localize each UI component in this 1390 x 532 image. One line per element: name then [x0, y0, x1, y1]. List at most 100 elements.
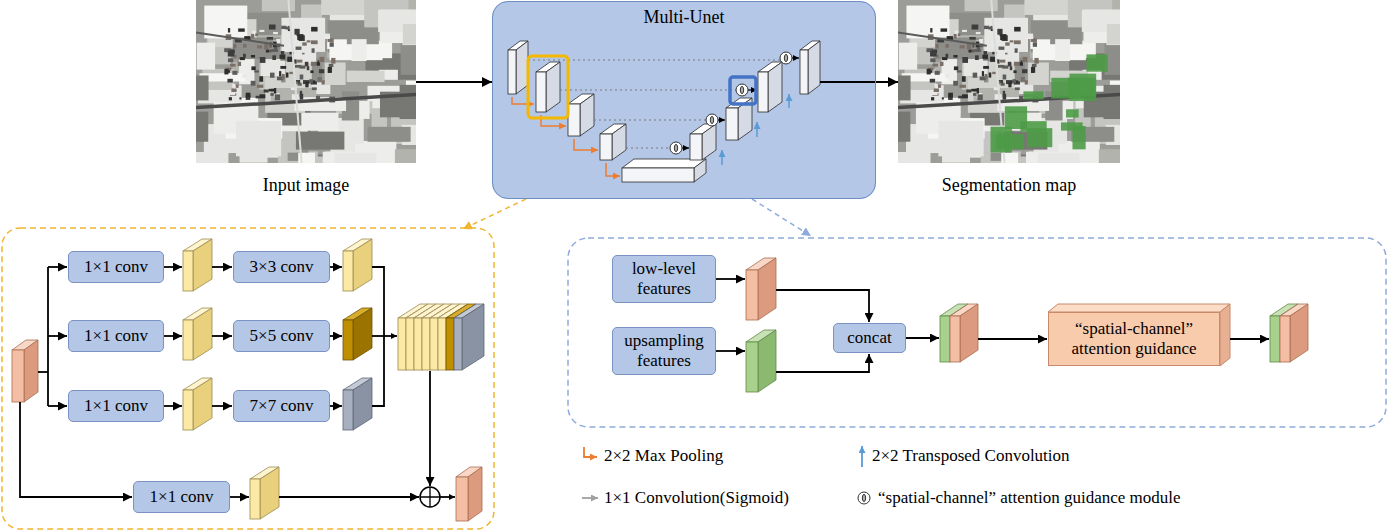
arrow — [776, 290, 869, 322]
block-side — [353, 239, 372, 291]
symbol-mark — [786, 54, 787, 61]
field-patch — [196, 152, 228, 163]
building — [1005, 47, 1008, 52]
symbol-ring — [736, 84, 748, 96]
building — [930, 58, 935, 62]
satellite-image — [898, 0, 1120, 163]
building — [264, 89, 269, 92]
block-front — [800, 50, 808, 94]
pooling-arrow — [606, 163, 620, 176]
building — [989, 72, 992, 77]
legend-text: 2×2 Transposed Convolution — [872, 446, 1070, 465]
building — [1000, 34, 1007, 40]
field-patch — [321, 0, 365, 15]
block-side — [1290, 304, 1308, 362]
box-label: 1×1 conv — [150, 487, 214, 507]
unet-block — [690, 124, 716, 160]
block-side — [546, 62, 560, 112]
building — [962, 30, 967, 32]
building — [977, 94, 982, 100]
building — [251, 81, 256, 86]
arrow — [164, 405, 182, 407]
satellite-image — [196, 0, 416, 163]
field-patch — [352, 39, 367, 61]
block-front — [12, 350, 24, 402]
building — [998, 47, 1004, 50]
building — [239, 97, 241, 99]
building — [1003, 94, 1007, 100]
arrow — [48, 266, 67, 268]
block-front — [536, 72, 546, 112]
process-box: 1×1 conv — [68, 390, 164, 422]
building — [1002, 66, 1008, 69]
block-front — [746, 270, 758, 320]
legend-text: “spatial-channel” attention guidance mod… — [878, 488, 1181, 507]
building — [1003, 91, 1005, 94]
block-side — [758, 330, 776, 392]
building — [276, 39, 280, 44]
block-front — [430, 318, 438, 370]
upsampling-arrow — [788, 94, 790, 108]
field-patch — [1024, 0, 1068, 15]
skip-connection — [528, 59, 780, 60]
process-box: 1×1 conv — [133, 481, 230, 513]
feature-block — [250, 467, 279, 519]
upsampling-arrow — [721, 150, 723, 165]
callout-leader — [752, 199, 811, 236]
building — [957, 70, 962, 72]
building — [228, 58, 233, 62]
wire — [718, 119, 725, 120]
panel-fill — [492, 1, 876, 199]
crop-field — [1023, 91, 1043, 99]
process-box: low-level features — [612, 255, 716, 303]
field-patch — [403, 24, 416, 44]
block-front — [398, 318, 406, 370]
building — [936, 55, 938, 58]
building — [945, 44, 948, 48]
feature-block — [1280, 304, 1308, 362]
building — [1014, 27, 1020, 32]
box-label: 1×1 conv — [84, 326, 148, 346]
box-label: “spatial-channel” attention guidance — [1055, 319, 1213, 358]
building — [985, 46, 990, 51]
building — [300, 94, 304, 100]
callout-leader — [463, 199, 526, 229]
arrow — [212, 335, 232, 337]
unet-block — [622, 159, 706, 182]
building — [255, 33, 258, 36]
feature-block — [746, 258, 776, 320]
pooling-arrow — [512, 97, 534, 104]
wire — [38, 371, 48, 373]
building — [941, 28, 948, 31]
detail-frame — [568, 238, 1386, 427]
arrow — [1230, 338, 1269, 340]
building — [295, 36, 297, 41]
unet-block — [600, 124, 626, 160]
block-side — [24, 340, 38, 402]
field-patch — [347, 71, 385, 82]
block-front — [568, 104, 580, 136]
building — [1023, 58, 1027, 63]
field-patch — [1055, 39, 1070, 61]
field-patch — [236, 121, 281, 156]
building — [930, 79, 935, 83]
building — [991, 43, 994, 48]
block-front — [343, 320, 353, 360]
image-caption: Input image — [263, 175, 349, 196]
feature-block — [183, 308, 212, 360]
arrow — [330, 405, 342, 407]
building — [1000, 60, 1005, 63]
building — [282, 74, 285, 79]
process-box: 7×7 conv — [233, 390, 330, 422]
block-front — [343, 390, 353, 430]
field-patch — [899, 43, 917, 70]
building — [1015, 87, 1020, 90]
field-patch — [401, 41, 416, 75]
block-front — [746, 342, 758, 392]
legend-sample — [584, 447, 597, 457]
block-side — [768, 62, 782, 112]
arrow — [48, 405, 67, 407]
building — [282, 46, 287, 51]
building — [312, 48, 315, 53]
